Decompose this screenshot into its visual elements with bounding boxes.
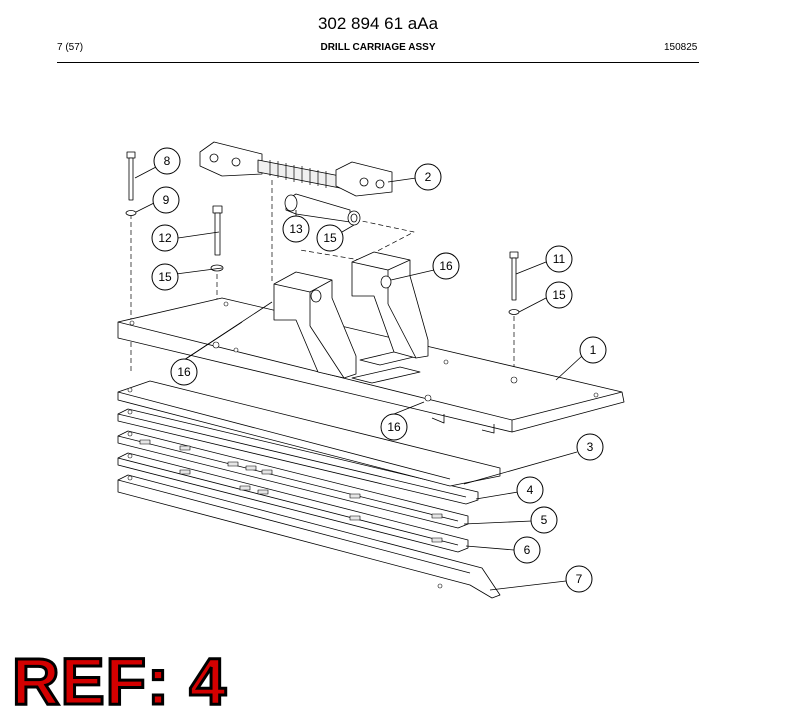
callout-2: 2 — [414, 163, 442, 191]
callout-16c: 16 — [380, 413, 408, 441]
washer-part-9 — [125, 210, 137, 216]
svg-text:6: 6 — [524, 543, 531, 557]
svg-text:15: 15 — [323, 231, 337, 245]
svg-text:7: 7 — [576, 572, 583, 586]
svg-text:16: 16 — [439, 259, 453, 273]
carriage-plate-part-1 — [117, 297, 625, 434]
leader-lines — [134, 166, 583, 591]
page-count: 7 (57) — [57, 42, 84, 53]
plate-part-6 — [117, 452, 469, 553]
callout-16b: 16 — [170, 358, 198, 386]
callout-9: 9 — [152, 186, 180, 214]
svg-text:13: 13 — [289, 222, 303, 236]
callout-3: 3 — [576, 433, 604, 461]
callout-13: 13 — [282, 215, 310, 243]
callouts: 1 2 3 4 5 6 7 8 9 11 12 13 15 15 15 16 1… — [151, 147, 607, 593]
callout-16a: 16 — [432, 252, 460, 280]
callout-15a: 15 — [316, 224, 344, 252]
callout-15c: 15 — [545, 281, 573, 309]
svg-text:16: 16 — [177, 365, 191, 379]
bottom-plate-part-7 — [117, 474, 501, 599]
callout-5: 5 — [530, 506, 558, 534]
callout-7: 7 — [565, 565, 593, 593]
callout-15b: 15 — [151, 263, 179, 291]
plate-slot-holes — [139, 439, 443, 543]
svg-text:3: 3 — [587, 440, 594, 454]
bracket-left — [273, 271, 357, 379]
plate-holes — [127, 301, 599, 589]
plate-part-4 — [117, 408, 479, 505]
svg-text:15: 15 — [552, 288, 566, 302]
svg-text:1: 1 — [590, 343, 597, 357]
callout-12: 12 — [151, 224, 179, 252]
bolt-part-12 — [212, 205, 223, 256]
callout-6: 6 — [513, 536, 541, 564]
svg-text:15: 15 — [158, 270, 172, 284]
ref-stamp: REF: 4 — [10, 644, 228, 718]
header-rule — [57, 62, 699, 63]
callout-11: 11 — [545, 245, 573, 273]
doc-number: 302 894 61 aAa — [317, 14, 439, 33]
callout-8: 8 — [153, 147, 181, 175]
pin-part-13 — [284, 193, 351, 223]
callout-1: 1 — [579, 336, 607, 364]
washer-part-15-left — [210, 264, 224, 272]
svg-text:4: 4 — [527, 483, 534, 497]
bolt-part-8 — [126, 151, 136, 201]
bolt-part-11 — [509, 251, 519, 301]
svg-text:9: 9 — [163, 193, 170, 207]
doc-date: 150825 — [664, 42, 698, 53]
svg-text:8: 8 — [164, 154, 171, 168]
svg-text:5: 5 — [541, 513, 548, 527]
callout-4: 4 — [516, 476, 544, 504]
bracket-right — [351, 251, 429, 359]
washer-part-15-right — [508, 309, 520, 315]
svg-text:2: 2 — [425, 170, 432, 184]
svg-text:12: 12 — [158, 231, 172, 245]
plate-part-3 — [117, 380, 501, 487]
svg-text:16: 16 — [387, 420, 401, 434]
svg-text:11: 11 — [553, 252, 566, 266]
cylinder-assembly-part-2 — [199, 141, 393, 197]
doc-title: DRILL CARRIAGE ASSY — [320, 42, 436, 53]
